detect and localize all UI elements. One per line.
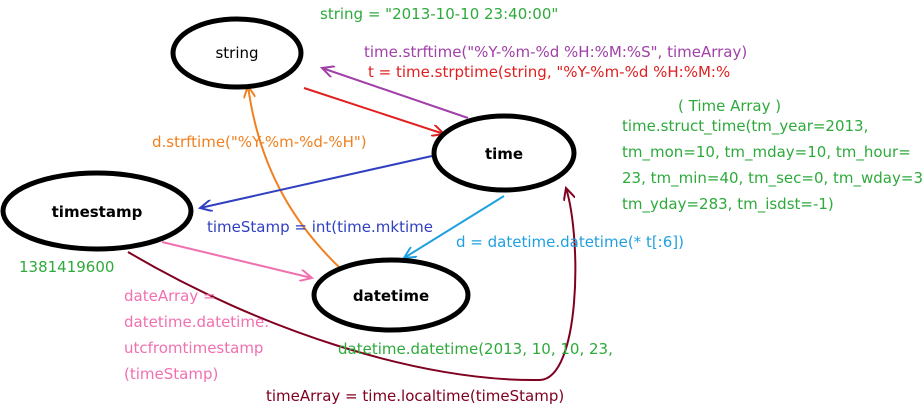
node-time: time: [431, 113, 577, 193]
node-timestamp-label: timestamp: [52, 203, 143, 221]
arrow-string-to-time: [303, 87, 444, 134]
annotation-struct-time-4: tm_yday=283, tm_isdst=-1): [622, 195, 834, 214]
annotation-mktime: timeStamp = int(time.mktime: [207, 218, 433, 236]
annotation-utc-4: (timeStamp): [124, 365, 218, 383]
annotation-utc-2: datetime.datetime.: [124, 313, 269, 331]
annotation-string-value: string = "2013-10-10 23:40:00": [320, 5, 558, 23]
annotation-struct-time-3: 23, tm_min=40, tm_sec=0, tm_wday=3,: [622, 169, 924, 188]
arrow-timestamp-to-time: [127, 188, 577, 382]
annotation-utc-1: dateArray =: [124, 287, 216, 305]
node-datetime: datetime: [311, 257, 471, 333]
annotation-utc-3: utcfromtimestamp: [124, 339, 263, 357]
node-string: string: [170, 16, 304, 90]
annotation-struct-time-1: time.struct_time(tm_year=2013,: [622, 117, 868, 136]
annotation-struct-time-2: tm_mon=10, tm_mday=10, tm_hour=: [622, 143, 911, 162]
arrow-time-to-datetime: [404, 195, 505, 258]
annotation-strftime-time: time.strftime("%Y-%m-%d %H:%M:%S", timeA…: [364, 43, 747, 61]
annotation-localtime: timeArray = time.localtime(timeStamp): [266, 387, 564, 405]
annotation-time-array-title: ( Time Array ): [678, 97, 781, 115]
node-datetime-label: datetime: [353, 287, 429, 305]
arrow-time-to-string: [322, 68, 469, 119]
node-timestamp: timestamp: [0, 170, 194, 252]
annotation-datetime-value: datetime.datetime(2013, 10, 10, 23,: [338, 340, 613, 358]
arrow-time-to-timestamp: [200, 155, 433, 208]
annotation-timestamp-value: 1381419600: [19, 258, 114, 276]
node-time-label: time: [485, 145, 523, 163]
node-string-label: string: [215, 44, 258, 62]
arrow-timestamp-to-datetime: [161, 241, 312, 278]
annotation-d-strftime: d.strftime("%Y-%m-%d-%H"): [152, 133, 367, 151]
annotation-strptime: t = time.strptime(string, "%Y-%m-%d %H:%…: [368, 63, 730, 81]
annotation-datetime-from-t: d = datetime.datetime(* t[:6]): [456, 233, 684, 251]
arrow-datetime-to-string: [248, 86, 343, 271]
